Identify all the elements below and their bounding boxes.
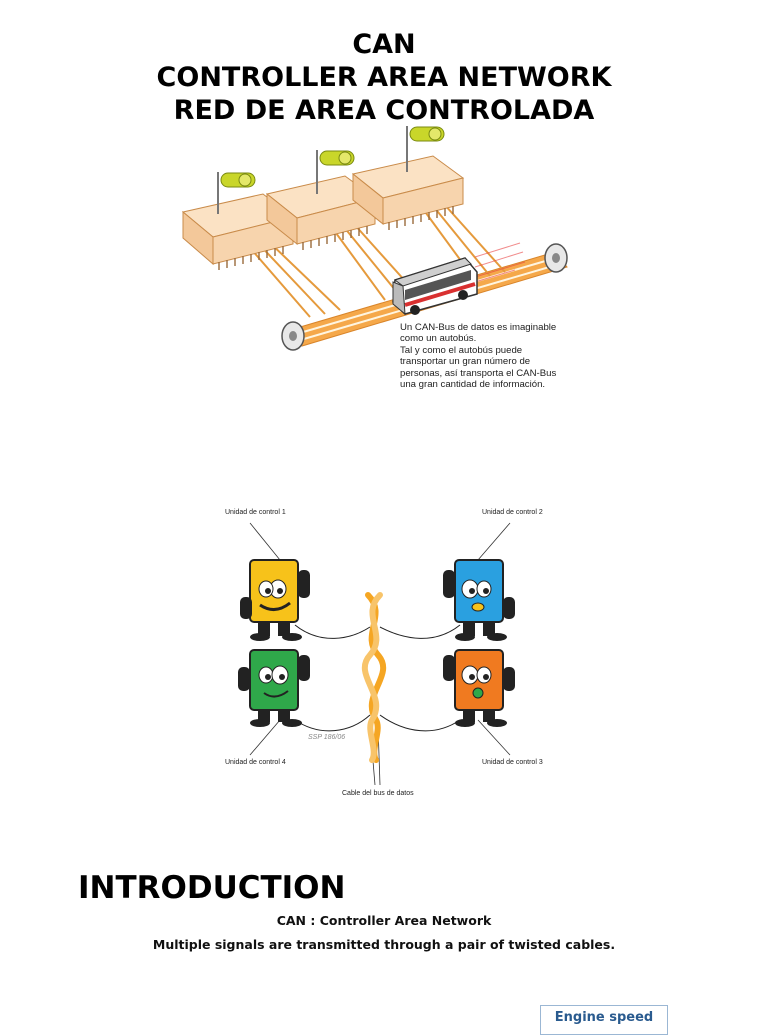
bus-caption: Un CAN-Bus de datos es imaginable como u… (400, 322, 590, 390)
chip-3 (351, 126, 465, 230)
unit-1-label: Unidad de control 1 (225, 509, 286, 516)
caption-line: Un CAN-Bus de datos es imaginable (400, 322, 557, 333)
unit-2-label: Unidad de control 2 (482, 509, 543, 516)
caption-line: Tal y como el autobús puede (400, 344, 523, 356)
chip-1 (181, 172, 295, 270)
intro-description: Multiple signals are transmitted through… (152, 937, 616, 952)
engine-speed-box: Engine speed (540, 1005, 668, 1035)
caption-line: personas, así transporta el CAN-Bus (400, 367, 557, 379)
diagram-code-label: SSP 186/06 (308, 734, 346, 741)
intro-definition: CAN : Controller Area Network (276, 913, 492, 928)
title-red-de-area-controlada: RED DE AREA CONTROLADA (173, 95, 595, 126)
title-can: CAN (352, 29, 416, 60)
unit-4-label: Unidad de control 4 (225, 759, 286, 766)
control-unit-2-figure (443, 559, 515, 641)
unit-3-label: Unidad de control 3 (482, 759, 543, 766)
control-unit-1-figure (240, 559, 310, 641)
control-unit-3-figure (443, 649, 515, 727)
twisted-cable (361, 592, 387, 763)
bus-vehicle (392, 242, 526, 316)
caption-line: como un autobús. (400, 333, 477, 345)
control-units-diagram (238, 522, 515, 785)
title-controller-area-network: CONTROLLER AREA NETWORK (156, 62, 612, 93)
introduction-heading: INTRODUCTION (78, 870, 346, 906)
can-bus-illustration (181, 126, 568, 351)
control-unit-4-figure (238, 649, 310, 727)
chip-2 (265, 150, 377, 250)
caption-line: transportar un gran número de (400, 356, 531, 368)
cable-label: Cable del bus de datos (342, 790, 414, 797)
caption-line: una gran cantidad de información. (400, 379, 546, 391)
